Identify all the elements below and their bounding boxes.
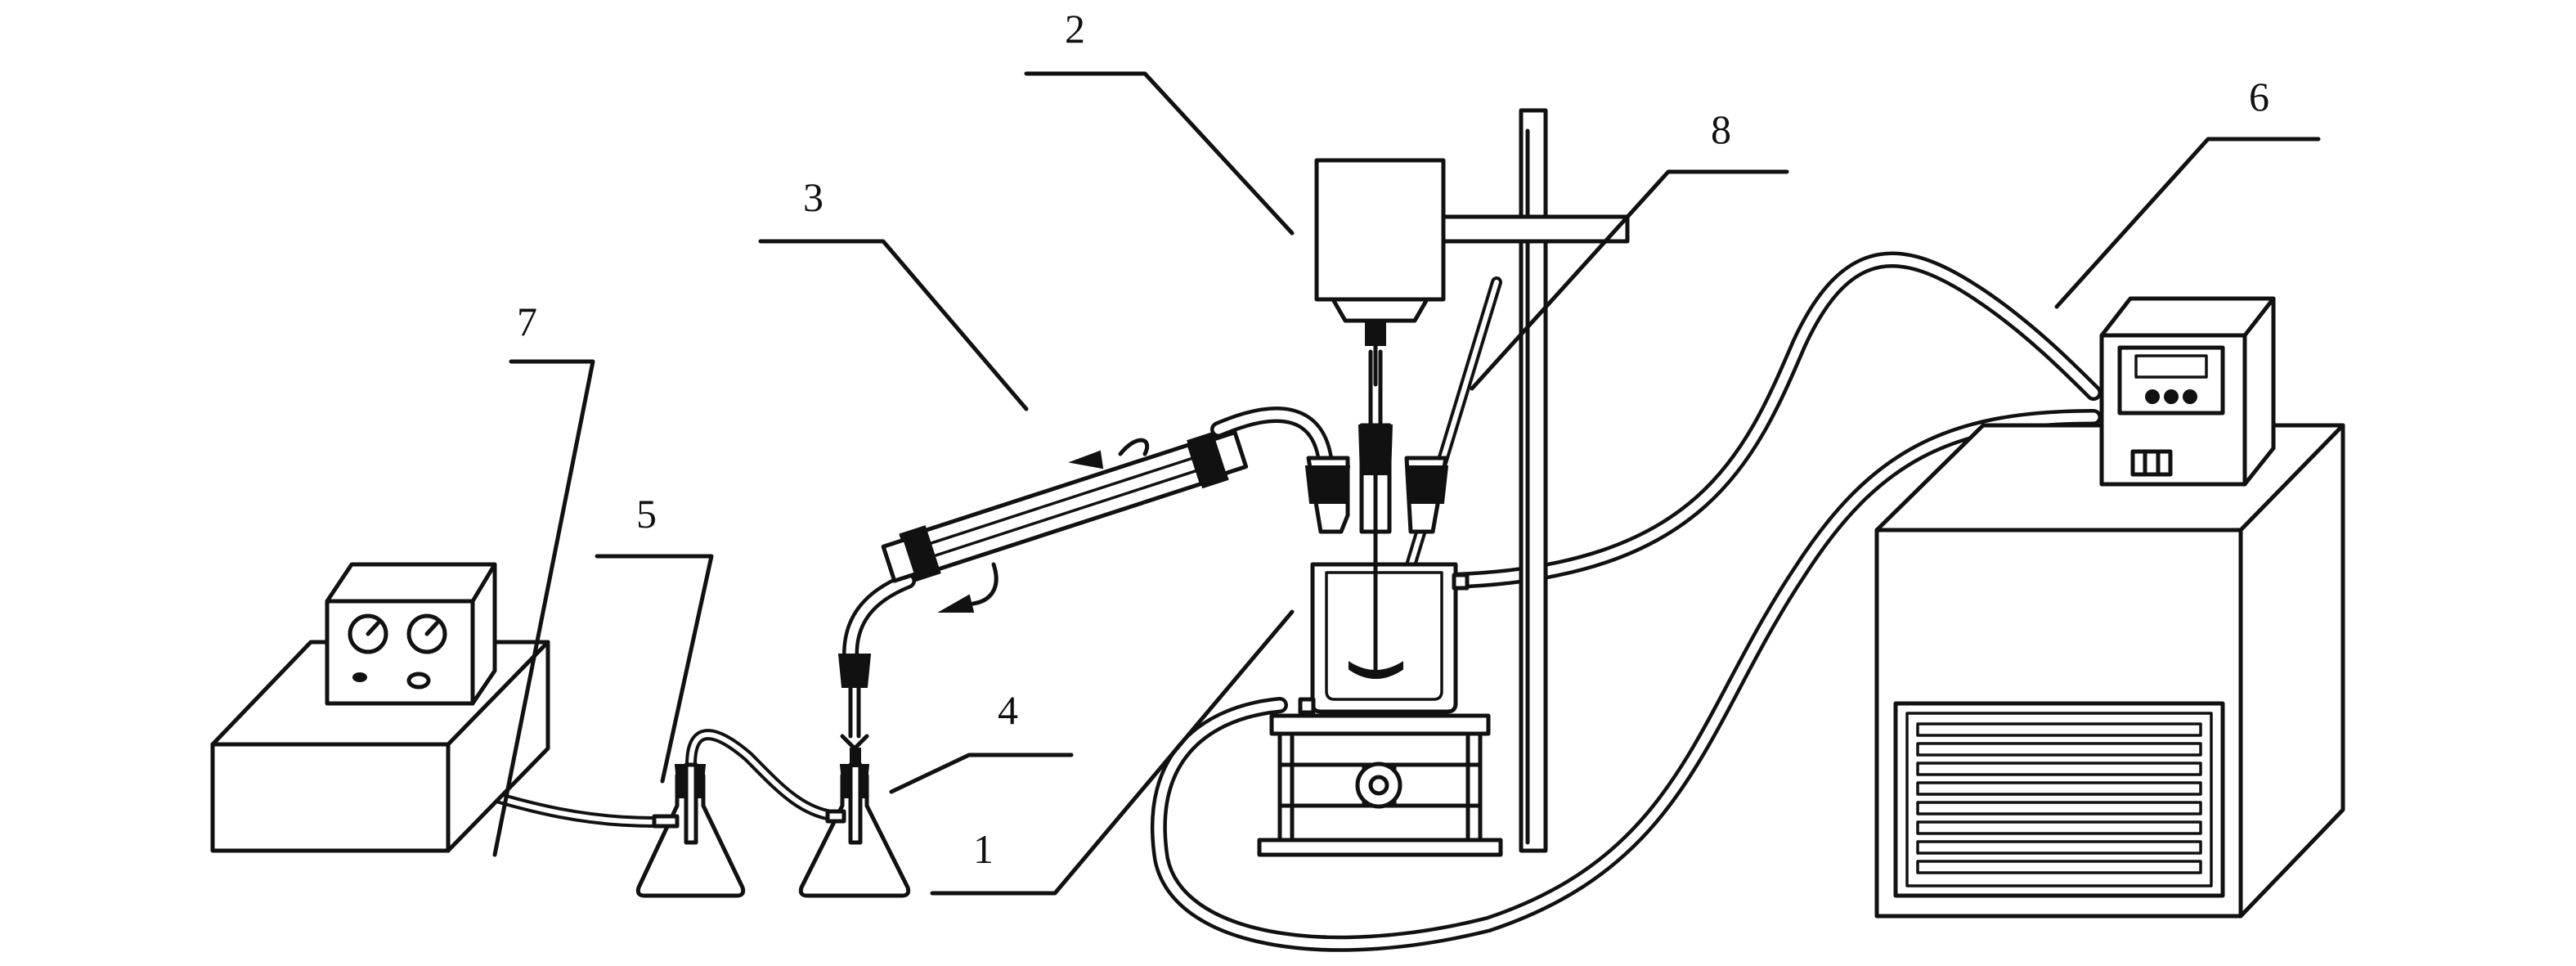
filter-flask-4 xyxy=(798,748,911,898)
vent-slat xyxy=(1916,762,2202,776)
pressure-gauge-right-icon xyxy=(406,613,447,654)
chiller-vent-grille xyxy=(1916,722,2202,874)
filter-flask-5 xyxy=(635,762,746,898)
magnetic-stirrer-base xyxy=(1257,713,1503,857)
leader-line-2 xyxy=(1024,71,1295,236)
vent-slat xyxy=(1916,860,2202,874)
part-labels: 2 3 7 5 4 1 8 6 xyxy=(517,6,2269,872)
condenser-lower-tube xyxy=(842,573,916,663)
leader-lines xyxy=(492,71,2321,896)
leader-line-6 xyxy=(2054,137,2321,309)
vent-slat xyxy=(1916,742,2202,757)
label-6: 6 xyxy=(2249,74,2269,119)
chiller-controller xyxy=(2099,296,2276,487)
leader-line-3 xyxy=(758,239,1029,411)
condenser xyxy=(881,430,1249,613)
stirrer-motor xyxy=(1314,158,1446,428)
label-8: 8 xyxy=(1711,106,1731,152)
label-7: 7 xyxy=(517,299,537,344)
vent-slat xyxy=(1916,840,2202,855)
vent-slat xyxy=(1916,781,2202,796)
leader-line-5 xyxy=(595,554,714,784)
jacketed-reactor xyxy=(1298,423,1470,715)
vent-slat xyxy=(1916,820,2202,835)
retort-stand xyxy=(1420,108,1630,853)
pressure-gauge-left-icon xyxy=(348,613,388,654)
leader-line-7 xyxy=(492,359,595,857)
vent-slat xyxy=(1916,722,2202,737)
leader-line-4 xyxy=(889,753,1074,794)
label-5: 5 xyxy=(636,491,657,537)
label-4: 4 xyxy=(998,687,1018,733)
circulation-hose-lower xyxy=(1150,409,2102,952)
vacuum-hose-traps xyxy=(685,729,844,822)
vacuum-pump xyxy=(210,562,550,853)
condenser-adapter xyxy=(837,654,872,751)
label-2: 2 xyxy=(1065,6,1085,52)
leader-line-1 xyxy=(930,609,1295,896)
condenser-upper-tube xyxy=(1210,407,1333,466)
label-3: 3 xyxy=(803,174,824,220)
leader-line-8 xyxy=(1470,169,1789,391)
vent-slat xyxy=(1916,801,2202,815)
circulation-hose-upper xyxy=(1443,251,2102,589)
label-1: 1 xyxy=(973,826,994,872)
